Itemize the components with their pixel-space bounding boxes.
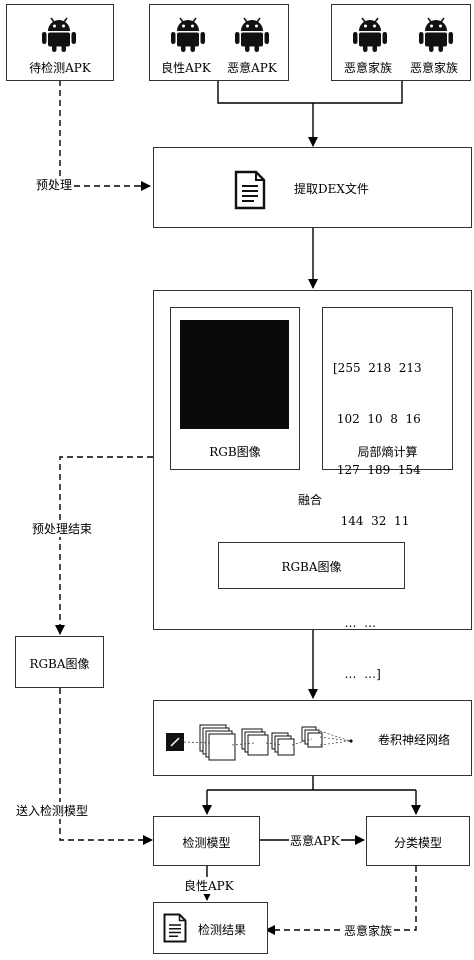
input-join-line: [217, 80, 403, 104]
android-icon: [42, 17, 76, 52]
detect-model-label: 检测模型: [182, 836, 231, 850]
matrix-row: … …]: [333, 667, 381, 681]
apk-to-test-box: 待检测APK: [6, 4, 114, 81]
rgb-image-preview: [180, 320, 289, 429]
matrix-row: 144 32 11: [333, 514, 410, 528]
matrix-row: 102 10 8 16: [333, 412, 421, 426]
local-entropy-box: [255 218 213 102 10 8 16 127 189 154 144…: [322, 307, 453, 681]
preprocess-label: 预处理: [34, 176, 75, 193]
cnn-network-icon: [166, 724, 353, 761]
local-entropy-label: 局部熵计算: [357, 445, 418, 459]
detect-result-box: 检测结果: [153, 902, 268, 954]
extract-dex-label: 提取DEX文件: [294, 182, 369, 196]
preprocess-result-label: 预处理结束: [30, 520, 95, 537]
document-icon: [163, 913, 187, 943]
android-icon: [353, 17, 387, 52]
cnn-box: 卷积神经网络: [153, 700, 472, 776]
feed-model-dashed-line: [59, 688, 146, 841]
detect-result-label: 检测结果: [198, 923, 247, 937]
extract-dex-box: 提取DEX文件: [153, 147, 472, 228]
classify-model-label: 分类模型: [393, 836, 442, 850]
feed-model-label: 送入检测模型: [14, 802, 91, 819]
malicious-apk-edge-label: 恶意APK: [289, 832, 341, 849]
classify-to-result-dashed-line: [270, 866, 417, 931]
matrix-row: 127 189 154: [333, 463, 421, 477]
malicious-family-box: 恶意家族 恶意家族: [331, 4, 471, 81]
malicious-family-label-1: 恶意家族: [343, 61, 392, 75]
rgba-image-side-box: RGBA图像: [15, 636, 104, 688]
apk-to-test-label: 待检测APK: [29, 61, 91, 75]
preprocess-result-dashed-line: [59, 456, 153, 628]
cnn-label: 卷积神经网络: [378, 733, 451, 747]
malicious-family-edge-label: 恶意家族: [343, 922, 394, 939]
fusion-label: 融合: [298, 493, 323, 507]
detect-model-box: 检测模型: [153, 816, 260, 866]
rgb-image-label: RGB图像: [209, 445, 261, 459]
rgb-image-box: RGB图像: [170, 307, 300, 470]
matrix-row: … …: [333, 616, 377, 630]
android-icon: [419, 17, 453, 52]
training-apk-box: 良性APK 恶意APK: [149, 4, 289, 81]
benign-apk-edge-label: 良性APK: [183, 877, 235, 894]
preprocess-dashed-line: [59, 80, 148, 187]
document-icon: [234, 170, 266, 210]
benign-apk-label: 良性APK: [161, 61, 211, 75]
malicious-family-label-2: 恶意家族: [409, 61, 458, 75]
rgba-image-label: RGBA图像: [281, 560, 342, 574]
matrix-row: [255 218 213: [333, 361, 422, 375]
rgba-image-side-label: RGBA图像: [29, 657, 90, 671]
rgba-image-box: RGBA图像: [218, 542, 405, 589]
android-icon: [171, 17, 205, 52]
classify-model-box: 分类模型: [366, 816, 470, 866]
android-icon: [235, 17, 269, 52]
malicious-apk-label: 恶意APK: [227, 61, 277, 75]
entropy-matrix: [255 218 213 102 10 8 16 127 189 154 144…: [333, 326, 422, 717]
